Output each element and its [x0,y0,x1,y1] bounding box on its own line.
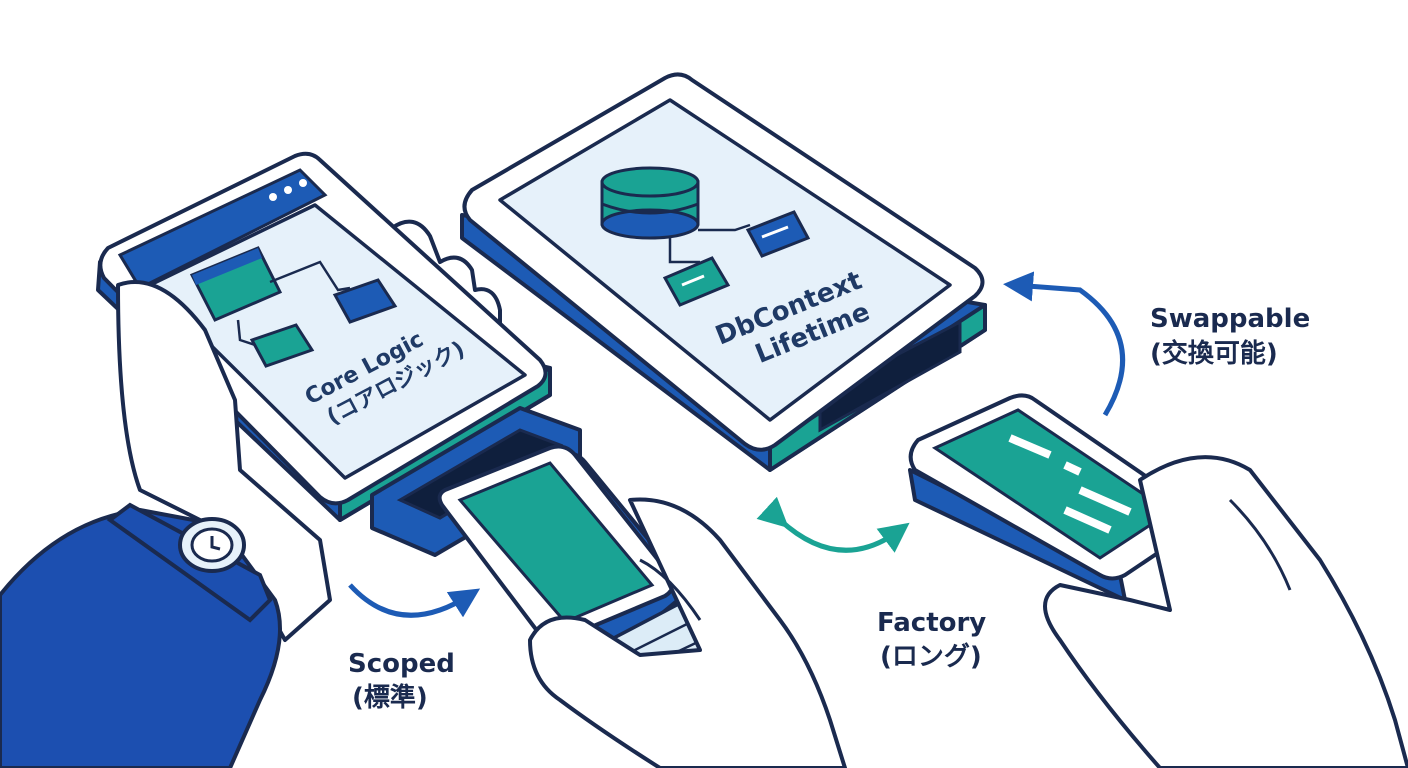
factory-arrow [756,496,910,553]
scoped-arrow [348,583,481,618]
dbcontext-device: DbContext Lifetime [460,72,987,472]
scoped-connector [370,406,714,692]
swappable-label: Swappable (交換可能) [1150,304,1319,369]
scoped-label: Scoped (標準) [348,649,464,713]
window-dot-icon [299,179,307,187]
db-node-teal [662,256,731,307]
window-dot-icon [269,193,277,201]
scoped-hand [528,497,847,768]
flowchart-icon [189,246,398,368]
db-node-blue [745,210,811,258]
factory-label: Factory (ロング) [877,608,995,672]
database-icon [600,166,700,240]
factory-hand [1043,455,1408,768]
swappable-arrow [1003,271,1126,417]
window-dot-icon [284,186,292,194]
wristwatch-icon [178,517,246,573]
